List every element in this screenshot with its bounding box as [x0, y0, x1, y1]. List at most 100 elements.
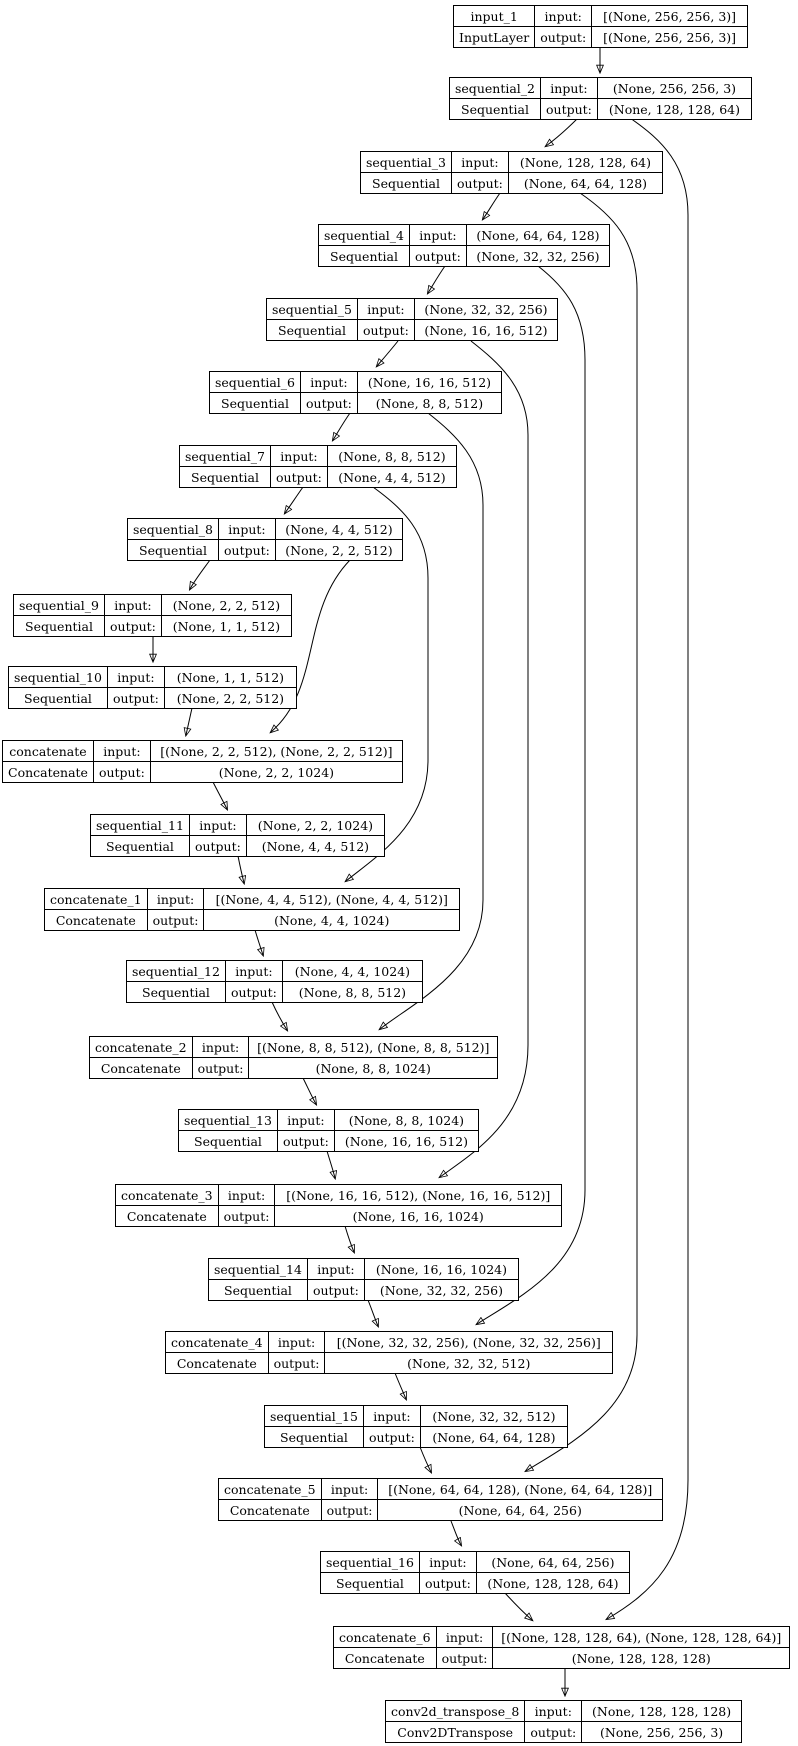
- layer-name: concatenate: [2, 740, 94, 762]
- input-shape: [(None, 128, 128, 64), (None, 128, 128, …: [492, 1626, 790, 1648]
- layer-type: Concatenate: [44, 909, 148, 931]
- layer-name: concatenate_5: [218, 1478, 322, 1500]
- layer-name: sequential_5: [266, 298, 358, 320]
- input-label: input:: [224, 960, 283, 982]
- input-label: input:: [270, 445, 328, 467]
- output-shape: (None, 128, 128, 128): [492, 1647, 790, 1669]
- input-label: input:: [191, 1036, 250, 1058]
- input-label: input:: [267, 1331, 326, 1353]
- input-shape: (None, 4, 4, 1024): [281, 960, 424, 982]
- output-shape: (None, 16, 16, 1024): [274, 1205, 562, 1227]
- output-shape: (None, 64, 64, 128): [507, 172, 664, 194]
- layer-type: Sequential: [178, 1130, 278, 1152]
- input-label: input:: [362, 1405, 421, 1427]
- layer-type: Concatenate: [2, 761, 94, 783]
- input-shape: (None, 32, 32, 256): [413, 298, 559, 320]
- input-shape: (None, 2, 2, 1024): [245, 814, 386, 836]
- output-label: output:: [451, 172, 509, 194]
- output-shape: (None, 32, 32, 512): [324, 1352, 613, 1374]
- input-shape: [(None, 2, 2, 512), (None, 2, 2, 512)]: [149, 740, 404, 762]
- input-label: input:: [217, 1184, 276, 1206]
- output-shape: (None, 16, 16, 512): [413, 319, 559, 341]
- output-label: output:: [270, 466, 328, 488]
- output-shape: (None, 4, 4, 1024): [203, 909, 460, 931]
- output-shape: (None, 128, 128, 64): [475, 1572, 631, 1594]
- input-label: input:: [320, 1478, 379, 1500]
- layer-name: sequential_12: [126, 960, 226, 982]
- output-shape: (None, 16, 16, 512): [333, 1130, 480, 1152]
- edge-sequential_13-to-concatenate_3: [326, 1150, 335, 1178]
- layer-type: Sequential: [13, 615, 105, 637]
- layer-type: Sequential: [126, 981, 226, 1003]
- output-label: output:: [534, 26, 593, 48]
- layer-type: Sequential: [179, 466, 271, 488]
- edge-sequential_10-to-concatenate: [186, 707, 193, 735]
- edge-sequential_7-to-sequential_8: [285, 486, 304, 513]
- output-label: output:: [418, 1572, 477, 1594]
- output-label: output:: [320, 1499, 379, 1521]
- input-label: input:: [540, 77, 598, 99]
- edge-concatenate_5-to-sequential_16: [450, 1520, 461, 1545]
- layer-name: sequential_7: [179, 445, 271, 467]
- output-shape: (None, 2, 2, 1024): [149, 761, 404, 783]
- input-shape: [(None, 32, 32, 256), (None, 32, 32, 256…: [324, 1331, 613, 1353]
- input-shape: [(None, 256, 256, 3)]: [591, 5, 748, 27]
- output-label: output:: [306, 1279, 365, 1301]
- edge-sequential_16-to-concatenate_6: [504, 1592, 532, 1620]
- edge-sequential_4-to-sequential_5: [428, 265, 446, 293]
- input-label: input:: [188, 814, 247, 836]
- layer-name: conv2d_transpose_8: [384, 1700, 526, 1722]
- layer-name: sequential_13: [178, 1109, 278, 1131]
- input-label: input:: [534, 5, 593, 27]
- output-shape: (None, 4, 4, 512): [245, 835, 386, 857]
- output-label: output:: [524, 1721, 583, 1743]
- layer-type: Concatenate: [165, 1352, 269, 1374]
- input-shape: (None, 256, 256, 3): [596, 77, 753, 99]
- input-shape: [(None, 8, 8, 512), (None, 8, 8, 512)]: [248, 1036, 498, 1058]
- input-label: input:: [276, 1109, 335, 1131]
- output-shape: (None, 64, 64, 128): [419, 1426, 569, 1448]
- layer-type: Sequential: [208, 1279, 308, 1301]
- input-shape: [(None, 16, 16, 512), (None, 16, 16, 512…: [274, 1184, 562, 1206]
- edge-sequential_3-to-sequential_4: [483, 192, 501, 219]
- edge-sequential_3-to-concatenate_5-skip: [526, 192, 638, 1471]
- output-label: output:: [218, 539, 276, 561]
- layer-type: Sequential: [266, 319, 358, 341]
- layer-name: input_1: [452, 5, 536, 27]
- edge-sequential_5-to-sequential_6: [377, 340, 399, 366]
- layer-name: concatenate_2: [89, 1036, 193, 1058]
- layer-type: Sequential: [449, 98, 541, 120]
- layer-name: concatenate_3: [115, 1184, 219, 1206]
- input-shape: (None, 32, 32, 512): [419, 1405, 569, 1427]
- output-shape: (None, 32, 32, 256): [363, 1279, 520, 1301]
- output-shape: (None, 2, 2, 512): [163, 687, 298, 709]
- output-shape: (None, 1, 1, 512): [160, 615, 293, 637]
- output-shape: (None, 32, 32, 256): [465, 245, 611, 267]
- input-label: input:: [306, 1258, 365, 1280]
- input-label: input:: [92, 740, 151, 762]
- output-label: output:: [104, 615, 162, 637]
- layer-name: concatenate_1: [44, 888, 148, 910]
- layer-type: Concatenate: [115, 1205, 219, 1227]
- input-shape: (None, 128, 128, 128): [581, 1700, 742, 1722]
- layer-type: InputLayer: [452, 26, 536, 48]
- input-shape: (None, 1, 1, 512): [163, 666, 298, 688]
- output-label: output:: [92, 761, 151, 783]
- input-shape: (None, 8, 8, 1024): [333, 1109, 480, 1131]
- edge-concatenate_4-to-sequential_15: [394, 1372, 406, 1399]
- layer-name: sequential_11: [90, 814, 190, 836]
